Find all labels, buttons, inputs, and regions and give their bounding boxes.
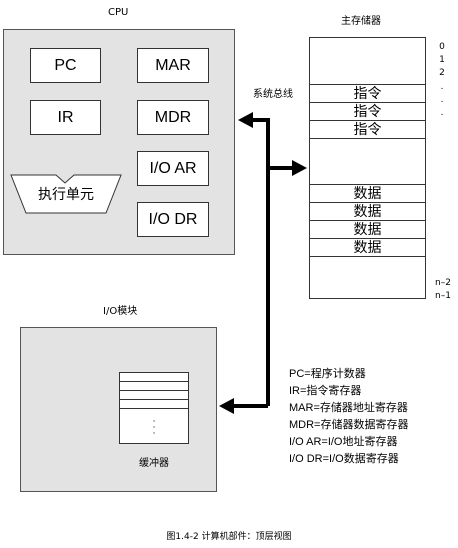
io-dr-register: I/O DR <box>137 202 209 237</box>
buffer-label: 缓冲器 <box>139 458 169 469</box>
system-bus-label: 系统总线 <box>253 89 293 100</box>
ir-register: IR <box>30 100 101 135</box>
data-cell: 数据 <box>310 184 425 202</box>
io-module-title: I/O模块 <box>103 306 138 317</box>
buffer-dot: · <box>152 417 156 427</box>
instruction-cell: 指令 <box>310 120 425 138</box>
execution-unit-shape <box>10 174 122 214</box>
memory-address-dot: . <box>440 108 444 118</box>
legend-item: MDR=存储器数据寄存器 <box>289 419 409 431</box>
figure-caption: 图1.4-2 计算机部件：顶层视图 <box>166 532 292 542</box>
legend-item: I/O AR=I/O地址寄存器 <box>289 436 398 448</box>
main-memory: 指令 指令 指令 数据 数据 数据 数据 <box>309 37 426 299</box>
mar-register: MAR <box>137 48 209 83</box>
legend-item: IR=指令寄存器 <box>289 385 362 397</box>
legend-item: MAR=存储器地址寄存器 <box>289 402 408 414</box>
pc-register: PC <box>30 48 101 83</box>
buffer-dot: · <box>152 423 156 433</box>
buffer: · · · <box>119 372 189 444</box>
memory-address: 1 <box>439 55 445 65</box>
execution-unit-label: 执行单元 <box>38 187 94 203</box>
bus-arrow-memory-icon <box>292 160 307 176</box>
instruction-cell: 指令 <box>310 102 425 120</box>
memory-address: n–1 <box>435 291 451 301</box>
data-cell: 数据 <box>310 238 425 256</box>
io-module-panel: · · · 缓冲器 <box>20 327 217 492</box>
memory-address: n–2 <box>435 278 451 288</box>
memory-cell-empty <box>310 138 425 184</box>
bus-arrow-io-icon <box>219 398 234 414</box>
execution-unit: 执行单元 <box>10 174 122 214</box>
memory-title: 主存储器 <box>341 16 381 27</box>
legend: PC=程序计数器 IR=指令寄存器 MAR=存储器地址寄存器 MDR=存储器数据… <box>289 368 449 468</box>
memory-address-dot: . <box>440 95 444 105</box>
memory-address: 2 <box>439 68 445 78</box>
data-cell: 数据 <box>310 220 425 238</box>
io-ar-register: I/O AR <box>137 151 209 186</box>
legend-item: I/O DR=I/O数据寄存器 <box>289 453 399 465</box>
data-cell: 数据 <box>310 202 425 220</box>
memory-address: 0 <box>439 42 445 52</box>
mdr-register: MDR <box>137 100 209 135</box>
bus-arrow-cpu-icon <box>238 112 253 128</box>
cpu-panel: PC MAR IR MDR I/O AR I/O DR 执行单元 <box>3 29 235 255</box>
legend-item: PC=程序计数器 <box>289 368 366 380</box>
instruction-cell: 指令 <box>310 84 425 102</box>
memory-cell-empty <box>310 256 425 298</box>
cpu-title: CPU <box>108 7 129 18</box>
memory-address-dot: . <box>440 82 444 92</box>
buffer-dot: · <box>152 429 156 439</box>
